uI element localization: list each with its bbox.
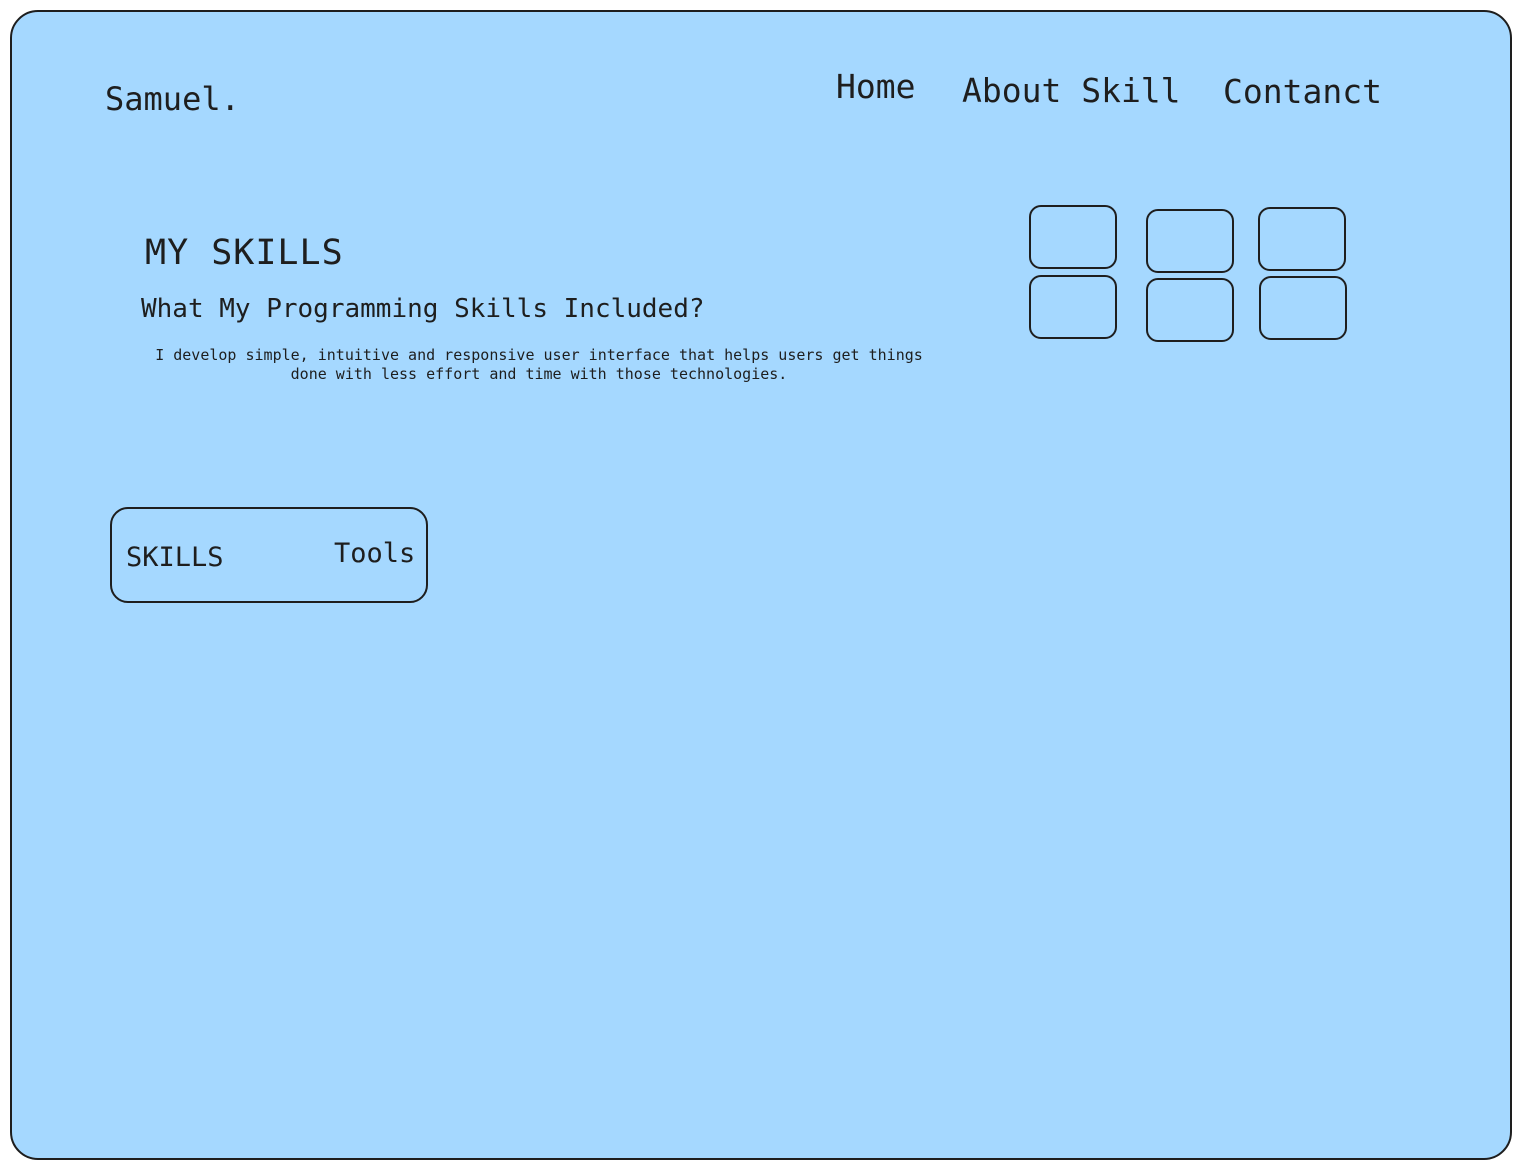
toggle-skills-tab[interactable]: SKILLS [126,542,224,573]
skill-card[interactable] [1259,276,1347,340]
skill-card[interactable] [1146,209,1234,273]
nav-about-skill-link[interactable]: About Skill [962,71,1181,110]
toggle-tools-tab[interactable]: Tools [334,538,416,569]
skills-tools-toggle: SKILLS Tools [110,507,428,603]
skill-card[interactable] [1029,205,1117,269]
page-frame: Samuel. Home About Skill Contanct MY SKI… [10,10,1512,1160]
nav-home-link[interactable]: Home [836,67,916,106]
skill-card[interactable] [1029,275,1117,339]
skills-subtitle: What My Programming Skills Included? [141,294,705,324]
skill-card[interactable] [1258,207,1346,271]
brand-logo[interactable]: Samuel. [105,80,240,118]
skills-description: I develop simple, intuitive and responsi… [155,346,923,383]
nav-contact-link[interactable]: Contanct [1223,72,1382,111]
skills-title: MY SKILLS [145,233,344,273]
skill-card[interactable] [1146,278,1234,342]
